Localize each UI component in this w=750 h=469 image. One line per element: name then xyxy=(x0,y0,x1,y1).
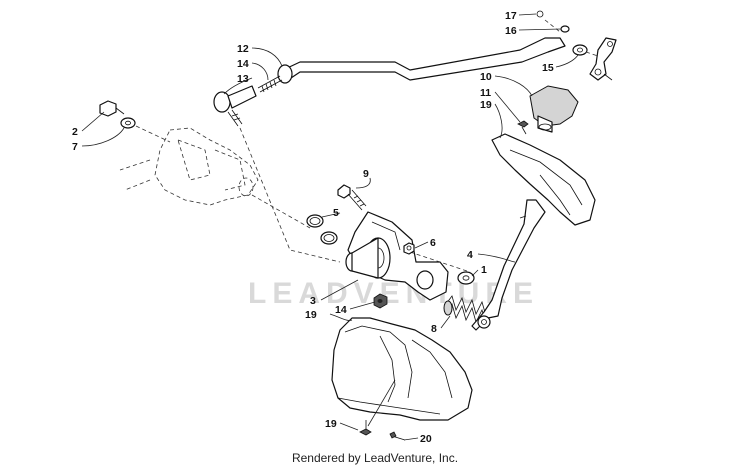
leader-lines xyxy=(81,13,579,441)
pivot-housing xyxy=(345,211,471,301)
callout-2: 2 xyxy=(72,126,78,138)
callout-13: 13 xyxy=(237,73,249,85)
callout-5: 5 xyxy=(333,207,339,219)
o-rings xyxy=(306,214,338,245)
screw-11 xyxy=(517,120,529,135)
callout-6: 6 xyxy=(430,237,436,249)
bolt-9 xyxy=(337,184,367,211)
callout-3: 3 xyxy=(310,295,316,307)
callout-12: 12 xyxy=(237,43,249,55)
callout-18: 19 xyxy=(480,99,492,111)
callout-14-lower: 14 xyxy=(335,304,347,316)
ball-joint xyxy=(213,85,257,127)
callout-20: 19 xyxy=(325,418,337,430)
shift-shroud xyxy=(331,317,473,421)
upper-hardware xyxy=(536,10,599,57)
callout-17: 17 xyxy=(505,10,517,22)
callout-8: 8 xyxy=(431,323,437,335)
frame-bracket xyxy=(119,127,259,206)
screw-20 xyxy=(359,420,372,436)
nut-6 xyxy=(403,242,415,255)
callout-labels: 12 14 13 2 7 9 5 6 4 1 3 14 19 8 17 16 1… xyxy=(72,10,554,445)
callout-1: 1 xyxy=(481,264,487,276)
screw-21 xyxy=(389,431,406,441)
washer-1 xyxy=(457,271,475,285)
shift-rod xyxy=(277,37,566,84)
callout-14-upper: 14 xyxy=(237,58,249,70)
shift-handle xyxy=(491,133,596,226)
callout-11: 11 xyxy=(480,87,491,99)
bolt-14-upper xyxy=(257,75,283,93)
shift-knob xyxy=(529,85,579,133)
callout-21: 20 xyxy=(420,433,432,445)
callout-7: 7 xyxy=(72,141,78,153)
callout-4: 4 xyxy=(467,249,473,261)
bolt-and-washer xyxy=(99,100,136,129)
shift-lever xyxy=(471,199,546,331)
callout-10: 10 xyxy=(480,71,492,83)
footer-credit: Rendered by LeadVenture, Inc. xyxy=(291,451,459,465)
linkage-arm xyxy=(589,37,617,81)
nut-14-lower xyxy=(373,293,388,309)
callout-9: 9 xyxy=(363,168,369,180)
callout-19: 19 xyxy=(305,309,317,321)
callout-15: 15 xyxy=(542,62,554,74)
watermark: LEADVENTURE xyxy=(248,277,539,310)
callout-16: 16 xyxy=(505,25,517,37)
